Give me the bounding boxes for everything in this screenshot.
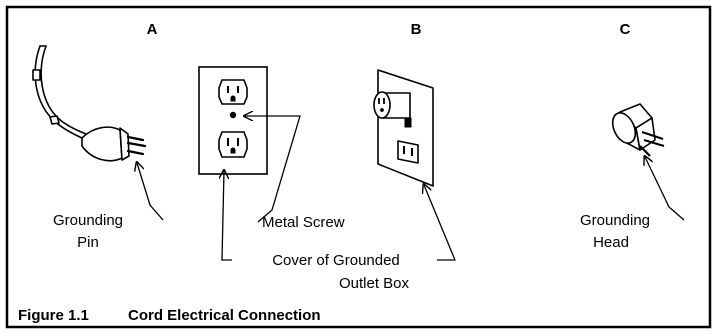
plugged-in-cord-head xyxy=(373,91,412,128)
cover-right-pointer xyxy=(424,185,456,261)
outlet-cover-plate xyxy=(198,66,268,175)
upper-receptacle xyxy=(218,79,248,105)
grounding-pin-label-line2: Pin xyxy=(77,234,99,251)
figure-title: Cord Electrical Connection xyxy=(128,307,321,324)
cover-left-pointer xyxy=(222,171,232,261)
grounding-head-label-line1: Grounding xyxy=(580,212,650,229)
plug-body xyxy=(81,126,130,162)
panel-label-c: C xyxy=(620,21,631,38)
metal-screw-label: Metal Screw xyxy=(262,214,345,231)
figure-number: Figure 1.1 xyxy=(18,307,89,324)
power-cord xyxy=(32,45,87,139)
grounding-head-pointer xyxy=(645,157,685,221)
metal-screw-pointer xyxy=(245,116,301,223)
grounding-plug-cord-illustration xyxy=(32,45,147,162)
plug-prongs xyxy=(126,135,147,156)
empty-receptacle xyxy=(397,140,419,164)
grounding-head-illustration xyxy=(611,103,665,157)
cover-label-line1: Cover of Grounded xyxy=(272,252,400,269)
grounding-pin-label-line1: Grounding xyxy=(53,212,123,229)
lower-receptacle xyxy=(218,131,248,158)
grounding-pin-pointer xyxy=(137,163,164,221)
center-screw xyxy=(229,111,237,119)
wall-outlet-plate xyxy=(373,69,434,187)
figure-frame xyxy=(5,5,712,329)
grounding-head-label-line2: Head xyxy=(593,234,629,251)
panel-label-b: B xyxy=(411,21,422,38)
panel-label-a: A xyxy=(147,21,158,38)
cover-label-line2: Outlet Box xyxy=(339,275,410,292)
